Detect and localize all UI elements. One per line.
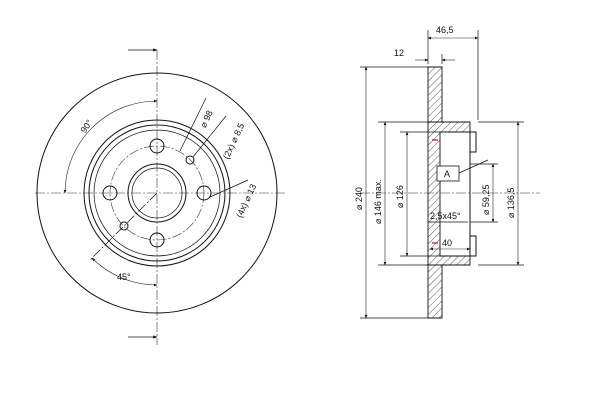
datum-leader [458, 159, 489, 174]
bolt-hole-leader [209, 179, 249, 198]
overall-width-label: 46,5 [436, 25, 454, 35]
small-hole-top-right [185, 155, 195, 165]
hat-depth-label: 40 [442, 238, 452, 248]
small-hole-label: (2x) ⌀ 8,5 [221, 122, 246, 161]
pcd-label: ⌀ 98 [198, 109, 215, 129]
bolt-hole-label: (4x) ⌀ 13 [234, 182, 258, 219]
bolt-hole-right [196, 185, 212, 201]
hat-step-top [470, 131, 477, 153]
hat-max-label: ⌀ 146 max. [373, 179, 383, 224]
disc-outer-edge [36, 72, 278, 314]
hat-step-bottom [470, 235, 477, 257]
section-view: 46,5 12 ⌀ 240 ⌀ 146 max. ⌀ 126 [354, 25, 540, 319]
angle-90-arc [63, 99, 158, 194]
chamfer-label: 2,5x45° [430, 211, 461, 221]
angle-45-label: 45° [117, 272, 131, 282]
hat-outer-label: ⌀ 136,5 [506, 188, 516, 218]
front-view: 90° 45° ⌀ 98 (2x) ⌀ 8,5 (4x) ⌀ 13 [35, 48, 285, 345]
small-hole-leader [192, 115, 227, 158]
hat-diameter-label: ⌀ 126 [395, 185, 405, 208]
disc-section-top [427, 66, 443, 123]
bolt-hole-bottom [149, 232, 165, 248]
centre-bore-label: ⌀ 59,25 [481, 185, 491, 215]
pcd-leader [179, 97, 207, 152]
disc-thickness-label: 12 [394, 48, 404, 58]
angle-90-label: 90° [78, 118, 94, 135]
angle-45-arc [91, 257, 158, 287]
datum-box [436, 165, 460, 182]
datum-label: A [444, 169, 450, 179]
small-hole-bottom-left [119, 221, 129, 231]
angle-45-ray [89, 192, 158, 261]
disc-section-bottom [427, 264, 443, 319]
outer-diameter-label: ⌀ 240 [354, 187, 364, 210]
